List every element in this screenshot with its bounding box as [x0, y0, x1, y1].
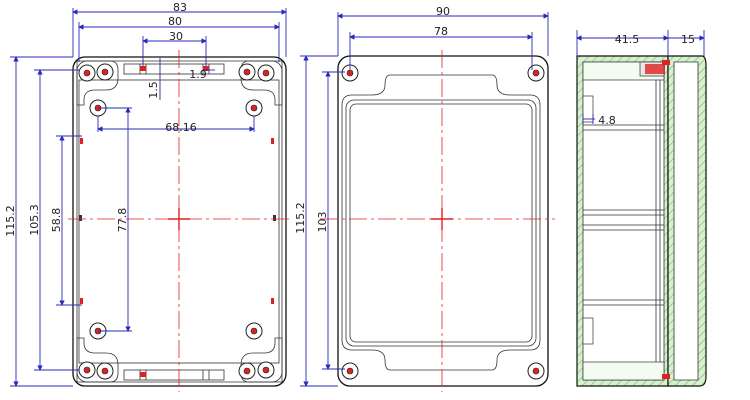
dim-side-lid-depth: 15: [681, 33, 695, 46]
front-view: 83 80 30 1.9 1.5 68.16 115.2 105.3: [4, 1, 290, 392]
dim-lid-overall-width: 90: [436, 5, 450, 18]
mounting-boss: [245, 322, 263, 340]
dim-side-wall-thickness: 4.8: [598, 114, 616, 127]
dim-lid-overall-height: 115.2: [294, 202, 307, 234]
mounting-boss: [245, 99, 263, 117]
lid-gasket-inner: [345, 99, 537, 347]
dim-front-inner-height: 105.3: [28, 204, 41, 236]
lid-view: 90 78 115.2 103: [294, 5, 555, 392]
lid-recess: [349, 103, 533, 343]
dim-front-rib-offset: 1.9: [189, 68, 207, 81]
gasket-mark: [645, 64, 665, 74]
lid-cavity: [673, 61, 699, 381]
lid-outer-outline: [337, 55, 549, 387]
rib-mark: [80, 138, 83, 144]
side-section-view: 41.5 15 4.8: [576, 30, 707, 387]
front-bottom-ribs: [123, 369, 225, 381]
front-outer-outline: [72, 56, 287, 387]
corner-screw-pad: [76, 60, 119, 106]
rib-mark: [273, 215, 276, 221]
dim-front-boss-spacing-v: 77.8: [116, 208, 129, 233]
dim-front-boss-spacing-h: 68.16: [165, 121, 197, 134]
dim-front-rib-span: 58.8: [50, 208, 63, 233]
dim-front-overall-width: 83: [173, 1, 187, 14]
dim-front-overall-height: 115.2: [4, 205, 17, 237]
rib-mark: [271, 298, 274, 304]
corner-screw-pad: [238, 337, 283, 383]
front-outer-inner-edge: [76, 60, 283, 383]
rib-mark: [140, 66, 146, 71]
dim-front-rib-spacing: 30: [169, 30, 183, 43]
rib-mark: [80, 298, 83, 304]
lid-gasket-outer: [341, 74, 541, 371]
corner-screw-pad: [76, 337, 119, 383]
rib-mark: [203, 66, 209, 71]
rib-mark: [271, 138, 274, 144]
corner-screw-pad: [238, 60, 283, 106]
rib-mark: [140, 372, 146, 377]
rib-mark: [79, 215, 82, 221]
dim-lid-inner-height: 103: [316, 212, 329, 233]
lid-mark: [662, 60, 670, 65]
body-cavity: [582, 61, 665, 381]
dim-side-body-depth: 41.5: [615, 33, 640, 46]
dim-front-rib-height: 1.5: [147, 81, 160, 99]
lid-mark: [662, 374, 670, 379]
front-top-ribs: [123, 63, 225, 75]
dim-lid-inner-width: 78: [434, 25, 448, 38]
dim-front-inner-width: 80: [168, 15, 182, 28]
